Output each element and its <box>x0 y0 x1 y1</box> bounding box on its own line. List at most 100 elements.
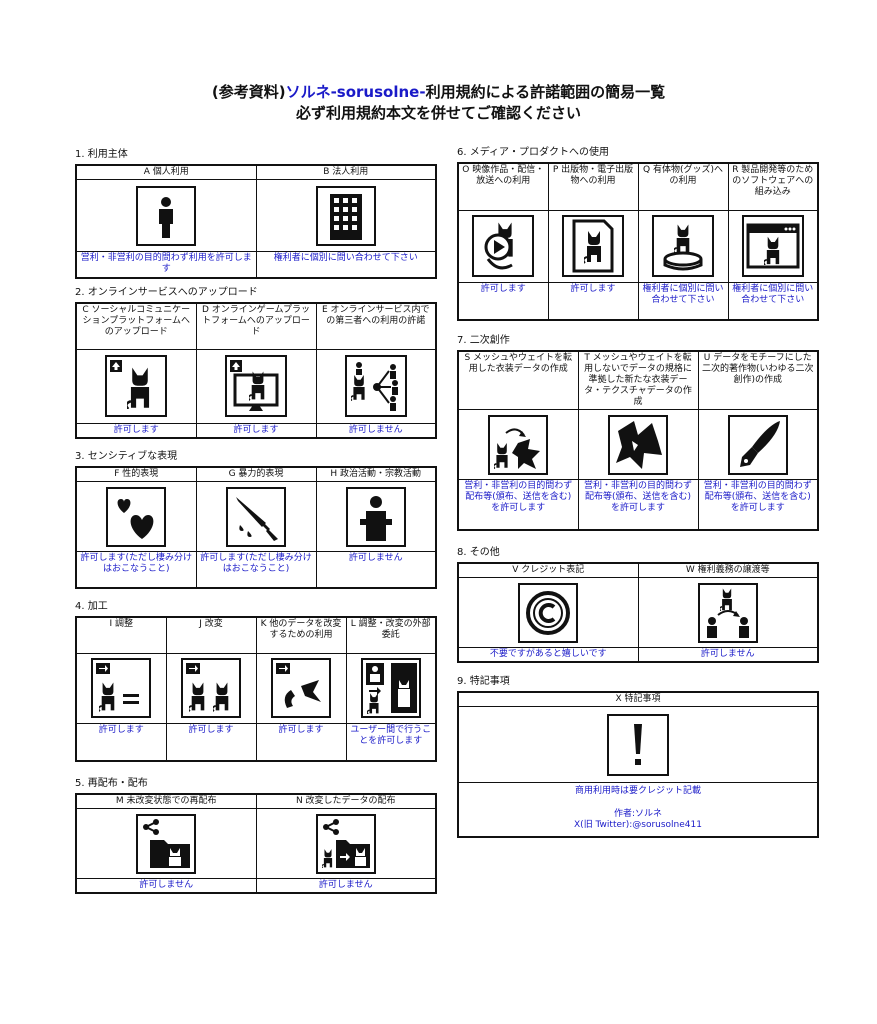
title-prefix: (参考資料) <box>211 83 286 101</box>
derivative-works-table: S メッシュやウェイトを転用した衣装データの作成 T メッシュやウェイトを転用し… <box>457 350 819 531</box>
processing-table: I 調整 J 改変 K 他のデータを改変するための利用 L 調整・改変の外部委託 <box>75 616 437 762</box>
title-subtitle: 必ず利用規約本文を併せてご確認ください <box>295 104 581 122</box>
item-label: J 改変 <box>165 616 257 654</box>
permission-text: 営利・非営利の目的問わず配布等(頒布、送信を含む)を許可します <box>697 479 819 530</box>
permission-text: 許可します <box>195 422 317 438</box>
item-label: I 調整 <box>75 616 167 654</box>
costume-transfer-icon <box>488 414 549 475</box>
item-label: D オンラインゲームプラットフォームへのアップロード <box>195 302 317 350</box>
usage-subject-table: A 個人利用 B 法人利用 <box>75 164 437 279</box>
section-usage-subject: 1. 利用主体 A 個人利用 B 法人利用 <box>75 148 437 279</box>
transfer-rights-icon <box>697 582 758 643</box>
section-redistribution: 5. 再配布・配布 M 未改変状態での再配布 N 改変したデータの配布 <box>75 777 437 894</box>
item-label: R 製品開発等のためのソフトウェアへの組み込み <box>727 162 819 211</box>
pen-nib-icon <box>727 414 788 475</box>
section-special-notes: 9. 特記事項 X 特記事項 商用利用時は要クレジット記載 作者:ソルネ X(旧… <box>457 675 819 838</box>
commercial-credit-note: 商用利用時は要クレジット記載 <box>574 786 701 796</box>
permission-text: 許可します <box>75 422 197 438</box>
item-label: N 改変したデータの配布 <box>255 793 437 809</box>
new-costume-icon <box>608 414 668 475</box>
item-label: Q 有体物(グッズ)への利用 <box>637 162 729 211</box>
item-label: T メッシュやウェイトを転用しないでデータの規格に準拠した新たな衣装データ・テク… <box>577 350 699 410</box>
figure-goods-icon <box>652 215 714 277</box>
section-label: 9. 特記事項 <box>457 676 510 687</box>
copyright-icon <box>518 582 579 643</box>
permission-text: 許可します <box>165 722 257 762</box>
permission-text: 許可します <box>547 281 639 321</box>
item-label: X 特記事項 <box>457 691 819 707</box>
permission-text: 許可します(ただし棲み分けはおこなうこと) <box>75 551 197 588</box>
item-label: E オンラインサービス内での第三者への利用の許諾 <box>315 302 437 350</box>
game-upload-icon <box>225 355 287 417</box>
special-notes-cell: 商用利用時は要クレジット記載 作者:ソルネ X(旧 Twitter):@soru… <box>457 782 819 837</box>
speaker-podium-icon <box>345 486 406 547</box>
section-label: 5. 再配布・配布 <box>75 778 148 789</box>
redistribute-icon <box>136 813 197 874</box>
item-label: G 暴力的表現 <box>195 466 317 482</box>
item-label: H 政治活動・宗教活動 <box>315 466 437 482</box>
permission-text: ユーザー間で行うことを許可します <box>345 722 437 762</box>
permission-text: 権利者に個別に問い合わせて下さい <box>727 281 819 321</box>
title-brand: ソルネ-sorusolne- <box>285 83 426 101</box>
media-products-table: O 映像作品・配信・放送への利用 P 出版物・電子出版物への利用 Q 有体物(グ… <box>457 162 819 321</box>
item-label: B 法人利用 <box>255 164 437 180</box>
permission-text: 許可しません <box>75 878 257 894</box>
item-label: U データをモチーフにした二次的著作物(いわゆる二次創作)の作成 <box>697 350 819 410</box>
permission-text: 許可しません <box>315 422 437 438</box>
item-label: K 他のデータを改変するための利用 <box>255 616 347 654</box>
section-other: 8. その他 V クレジット表記 W 権利義務の譲渡等 <box>457 546 819 663</box>
document-title: (参考資料)ソルネ-sorusolne-利用規約による許諾範囲の簡易一覧 必ず利… <box>0 82 877 124</box>
item-label: P 出版物・電子出版物への利用 <box>547 162 639 211</box>
title-suffix: 利用規約による許諾範囲の簡易一覧 <box>425 83 666 101</box>
sensitive-expression-table: F 性的表現 G 暴力的表現 H 政治活動・宗教活動 <box>75 466 437 589</box>
person-icon <box>136 185 197 246</box>
permission-text: 権利者に個別に問い合わせて下さい <box>255 251 437 278</box>
permission-text: 権利者に個別に問い合わせて下さい <box>637 281 729 321</box>
item-label: A 個人利用 <box>75 164 257 180</box>
distribute-modified-icon <box>315 813 376 874</box>
permission-text: 許可します <box>75 722 167 762</box>
other-table: V クレジット表記 W 権利義務の譲渡等 <box>457 562 819 663</box>
social-upload-icon <box>105 355 168 417</box>
publication-icon <box>562 215 624 277</box>
section-media-products: 6. メディア・プロダクトへの使用 O 映像作品・配信・放送への利用 P 出版物… <box>457 146 819 321</box>
item-label: C ソーシャルコミュニケーションプラットフォームへのアップロード <box>75 302 197 350</box>
exclamation-icon <box>607 713 669 776</box>
permission-text: 不要ですがあると嬉しいです <box>457 647 639 663</box>
permission-text: 許可しません <box>637 647 819 663</box>
permission-text: 許可します <box>255 722 347 762</box>
online-upload-table: C ソーシャルコミュニケーションプラットフォームへのアップロード D オンライン… <box>75 302 437 439</box>
special-notes-table: X 特記事項 商用利用時は要クレジット記載 作者:ソルネ X(旧 Twitter… <box>457 691 819 838</box>
item-label: V クレジット表記 <box>457 562 639 578</box>
item-label: M 未改変状態での再配布 <box>75 793 257 809</box>
section-derivative-works: 7. 二次創作 S メッシュやウェイトを転用した衣装データの作成 T メッシュや… <box>457 334 819 531</box>
office-building-icon <box>315 185 376 246</box>
section-label: 8. その他 <box>457 547 500 558</box>
permission-text: 営利・非営利の目的問わず配布等(頒布、送信を含む)を許可します <box>577 479 699 530</box>
item-label: L 調整・改変の外部委託 <box>345 616 437 654</box>
item-label: W 権利義務の譲渡等 <box>637 562 819 578</box>
item-label: F 性的表現 <box>75 466 197 482</box>
item-label: O 映像作品・配信・放送への利用 <box>457 162 549 211</box>
section-online-upload: 2. オンラインサービスへのアップロード C ソーシャルコミュニケーションプラッ… <box>75 286 437 439</box>
software-window-icon <box>741 215 804 277</box>
section-label: 3. センシティブな表現 <box>75 451 178 462</box>
author-name: 作者:ソルネ <box>613 809 663 819</box>
author-account: X(旧 Twitter):@sorusolne411 <box>574 820 702 830</box>
third-party-share-icon <box>344 355 407 417</box>
adjust-icon <box>91 658 152 718</box>
permission-text: 許可します(ただし棲み分けはおこなうこと) <box>195 551 317 588</box>
permission-text: 営利・非営利の目的問わず利用を許可します <box>75 251 257 278</box>
section-sensitive-expression: 3. センシティブな表現 F 性的表現 G 暴力的表現 H 政治活動・宗教活動 <box>75 450 437 589</box>
hearts-icon <box>106 486 167 547</box>
section-label: 2. オンラインサービスへのアップロード <box>75 287 258 298</box>
title-line: (参考資料)ソルネ-sorusolne-利用規約による許諾範囲の簡易一覧 <box>0 82 877 103</box>
knife-icon <box>226 486 286 547</box>
section-label: 1. 利用主体 <box>75 149 128 160</box>
outsource-icon <box>360 658 421 718</box>
permission-text: 許可しません <box>315 551 437 588</box>
permission-text: 許可しません <box>255 878 437 894</box>
section-processing: 4. 加工 I 調整 J 改変 K 他のデータを改変するための利用 L 調整・改… <box>75 600 437 762</box>
redistribution-table: M 未改変状態での再配布 N 改変したデータの配布 <box>75 793 437 894</box>
section-label: 6. メディア・プロダクトへの使用 <box>457 147 610 158</box>
